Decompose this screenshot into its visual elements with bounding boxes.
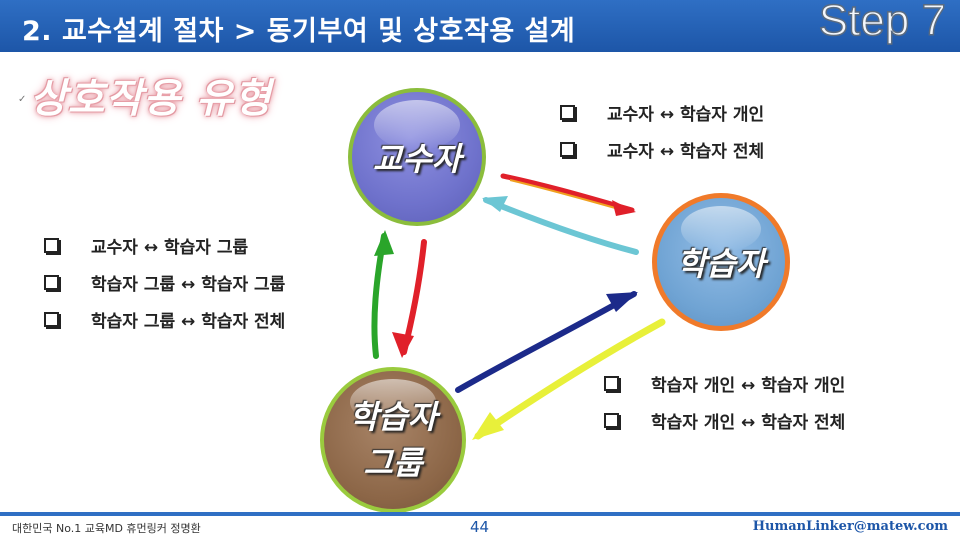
node-group-label-line1: 학습자 (348, 397, 438, 436)
section-title: 상호작용 유형 (30, 76, 272, 122)
page-number: 44 (470, 518, 490, 536)
footer-divider (0, 512, 960, 516)
bullet-list-left: 교수자 ↔ 학습자 그룹 학습자 그룹 ↔ 학습자 그룹 학습자 그룹 ↔ 학습… (44, 227, 285, 338)
checkbox-bullet-icon (560, 105, 575, 120)
checkbox-bullet-icon (44, 275, 59, 290)
list-item: 학습자 그룹 ↔ 학습자 전체 (44, 301, 285, 338)
list-item: 학습자 그룹 ↔ 학습자 그룹 (44, 264, 285, 301)
check-mark-icon: ✓ (18, 94, 27, 105)
checkbox-bullet-icon (560, 142, 575, 157)
arrow-prof-to-learner-fringe (509, 179, 631, 213)
arrowhead-navy (606, 292, 638, 312)
arrowhead-cyan (482, 196, 508, 212)
node-learner-group: 학습자 그룹 (320, 367, 466, 513)
bullet-list-bottom-right: 학습자 개인 ↔ 학습자 개인 학습자 개인 ↔ 학습자 전체 (604, 365, 845, 439)
node-learner-label: 학습자 (676, 245, 766, 283)
step-label: Step 7 (818, 0, 947, 46)
arrowhead-yellow (472, 412, 504, 440)
arrow-prof-to-learner (500, 173, 635, 213)
list-item: 교수자 ↔ 학습자 그룹 (44, 227, 285, 264)
checkbox-bullet-icon (604, 413, 619, 428)
bullet-list-top-right: 교수자 ↔ 학습자 개인 교수자 ↔ 학습자 전체 (560, 94, 764, 168)
arrow-learner-to-group (474, 318, 666, 440)
header-title: 2. 교수설계 절차 > 동기부여 및 상호작용 설계 (22, 16, 576, 47)
list-item: 교수자 ↔ 학습자 전체 (560, 131, 764, 168)
node-professor: 교수자 (348, 88, 486, 226)
footer-email: HumanLinker@matew.com (752, 519, 948, 534)
checkbox-bullet-icon (44, 238, 59, 253)
header-bar: 2. 교수설계 절차 > 동기부여 및 상호작용 설계 Step 7 (0, 0, 960, 52)
node-learner: 학습자 (652, 193, 790, 331)
arrow-learner-to-prof (483, 197, 639, 255)
list-item: 학습자 개인 ↔ 학습자 전체 (604, 402, 845, 439)
arrowhead-green (374, 230, 394, 256)
checkbox-bullet-icon (44, 312, 59, 327)
checkbox-bullet-icon (604, 376, 619, 391)
arrowhead-red-down (392, 332, 414, 358)
list-item: 교수자 ↔ 학습자 개인 (560, 94, 764, 131)
footer-author: 대한민국 No.1 교육MD 휴먼링커 정명환 (12, 522, 201, 535)
list-item: 학습자 개인 ↔ 학습자 개인 (604, 365, 845, 402)
arrowhead-red (612, 200, 636, 216)
node-group-label-line2: 그룹 (363, 444, 423, 482)
arrow-group-to-learner (455, 291, 637, 393)
node-professor-label: 교수자 (372, 140, 462, 178)
